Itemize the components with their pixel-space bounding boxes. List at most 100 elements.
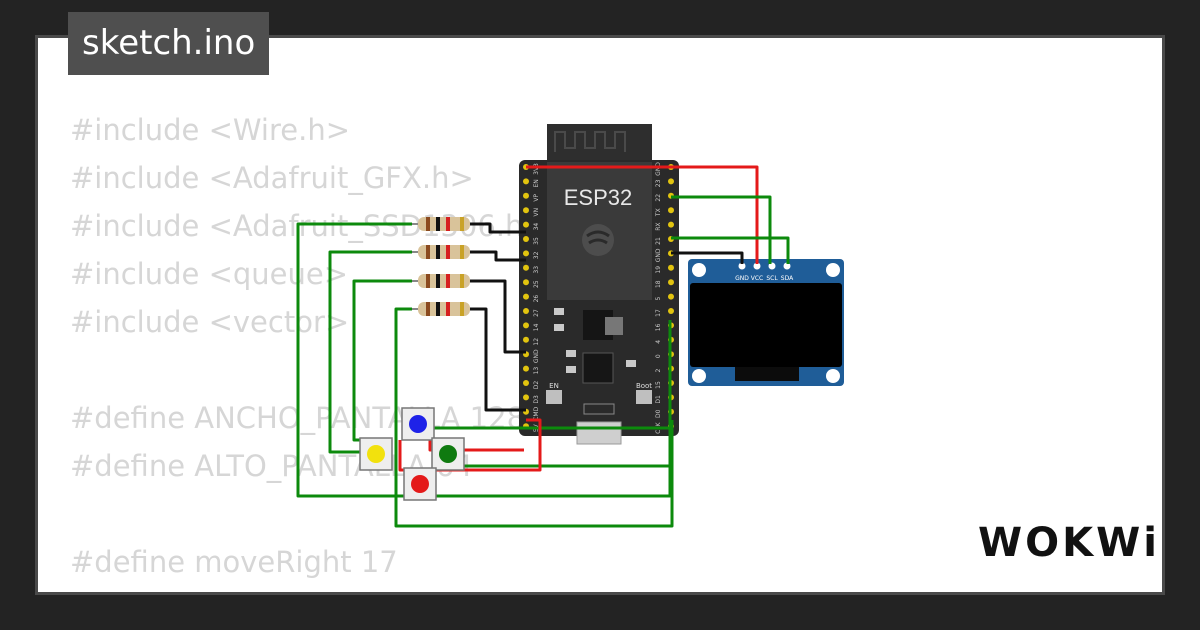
header-pin[interactable]: [668, 264, 674, 271]
pin-label: 14: [533, 323, 540, 331]
wire-btn-green-2: [328, 250, 412, 454]
oled-pin[interactable]: [768, 262, 776, 270]
pushbutton-green[interactable]: [431, 437, 465, 471]
espressif-logo-mark: [586, 230, 610, 245]
code-background: #include <Wire.h>#include <Adafruit_GFX.…: [70, 106, 548, 592]
header-pin[interactable]: [523, 221, 529, 228]
pin-label: 3V3: [533, 163, 540, 175]
resistor[interactable]: [412, 217, 470, 231]
header-pin[interactable]: [523, 264, 529, 271]
header-pin[interactable]: [668, 293, 674, 300]
resistor[interactable]: [412, 274, 470, 288]
header-pin[interactable]: [523, 336, 529, 343]
header-pin[interactable]: [523, 279, 529, 286]
pushbutton-red[interactable]: [403, 467, 437, 501]
header-pin[interactable]: [523, 250, 529, 257]
boot-button[interactable]: [636, 390, 652, 404]
oled-mount-hole: [826, 263, 840, 277]
pin-label: 22: [655, 194, 662, 202]
oled-flex: [735, 367, 799, 381]
header-pin[interactable]: [523, 322, 529, 329]
oled-pin-label: VCC: [751, 275, 763, 282]
pin-label: 19: [655, 266, 662, 274]
usb-chip: [582, 352, 614, 384]
oled-screen: [690, 283, 842, 367]
oled-pin-label: SCL: [766, 275, 778, 282]
smd-part: [626, 360, 636, 367]
pin-label: D1: [655, 395, 662, 404]
pin-label: 33: [533, 266, 540, 274]
smd-part: [566, 366, 576, 373]
boot-label: Boot: [636, 382, 652, 390]
regulator-tab: [605, 317, 623, 335]
pin-label: 2: [655, 369, 662, 373]
code-line: #include <vector>: [70, 305, 350, 339]
header-pin[interactable]: [668, 207, 674, 214]
header-pin[interactable]: [668, 279, 674, 286]
header-pin[interactable]: [523, 293, 529, 300]
header-pin[interactable]: [523, 308, 529, 314]
en-label: EN: [549, 382, 559, 390]
pin-label: 5: [655, 297, 662, 301]
pushbutton-yellow[interactable]: [359, 437, 393, 471]
micro-usb-port[interactable]: [576, 421, 622, 445]
pin-label: D2: [533, 381, 540, 390]
file-tab[interactable]: sketch.ino: [68, 12, 270, 75]
code-line: #include <queue>: [70, 257, 349, 291]
pin-label: CMD: [533, 406, 540, 420]
header-pin[interactable]: [668, 308, 674, 314]
pin-label: 17: [655, 309, 662, 317]
header-pin[interactable]: [523, 207, 529, 214]
header-pin[interactable]: [523, 178, 529, 185]
pin-label: VN: [533, 208, 540, 217]
pin-label: 12: [533, 338, 540, 346]
oled-mount-hole: [692, 369, 706, 383]
resistor[interactable]: [412, 245, 470, 259]
wire-btn-red: [398, 418, 542, 472]
pin-label: 32: [533, 251, 540, 259]
pin-label: 0: [655, 354, 662, 358]
pin-label: VP: [533, 194, 540, 202]
pin-label: TX: [655, 208, 662, 217]
wire-gnd-oled: [671, 251, 744, 264]
oled-pin[interactable]: [753, 262, 761, 270]
pin-label: 26: [533, 295, 540, 303]
wire-sda: [671, 236, 790, 264]
pin-label: 13: [533, 367, 540, 375]
header-pin[interactable]: [523, 192, 529, 199]
pin-label: D3: [533, 395, 540, 404]
smd-part: [554, 324, 564, 331]
usb-outline: [583, 403, 615, 415]
header-pin[interactable]: [668, 221, 674, 228]
oled-pin-label: SDA: [781, 275, 794, 282]
wire-res1: [470, 222, 526, 234]
pin-label: D0: [655, 409, 662, 418]
pin-label: 18: [655, 280, 662, 288]
pin-label: 25: [533, 280, 540, 288]
wire-res3: [470, 279, 526, 354]
header-pin[interactable]: [668, 178, 674, 185]
header-pin[interactable]: [523, 380, 529, 386]
header-pin[interactable]: [523, 236, 529, 242]
en-button[interactable]: [546, 390, 562, 404]
oled-pin[interactable]: [738, 262, 746, 270]
oled-mount-hole: [826, 369, 840, 383]
pin-label: 23: [655, 179, 662, 187]
header-pin[interactable]: [523, 365, 529, 372]
wire-res2: [470, 250, 526, 262]
oled-pin[interactable]: [783, 262, 791, 270]
resistor[interactable]: [412, 302, 470, 316]
pin-label: 35: [533, 237, 540, 245]
header-pin[interactable]: [523, 394, 529, 401]
pin-label: GND: [655, 248, 662, 262]
pushbutton-blue[interactable]: [401, 407, 435, 441]
smd-part: [554, 308, 564, 315]
oled-mount-hole: [692, 263, 706, 277]
pin-label: GND: [533, 349, 540, 363]
wire-res4: [470, 307, 526, 412]
pin-label: EN: [533, 179, 540, 187]
esp32-label: ESP32: [564, 185, 633, 210]
antenna-trace: [554, 131, 626, 152]
pin-label: RX: [655, 222, 662, 230]
antenna-area: [547, 124, 652, 162]
